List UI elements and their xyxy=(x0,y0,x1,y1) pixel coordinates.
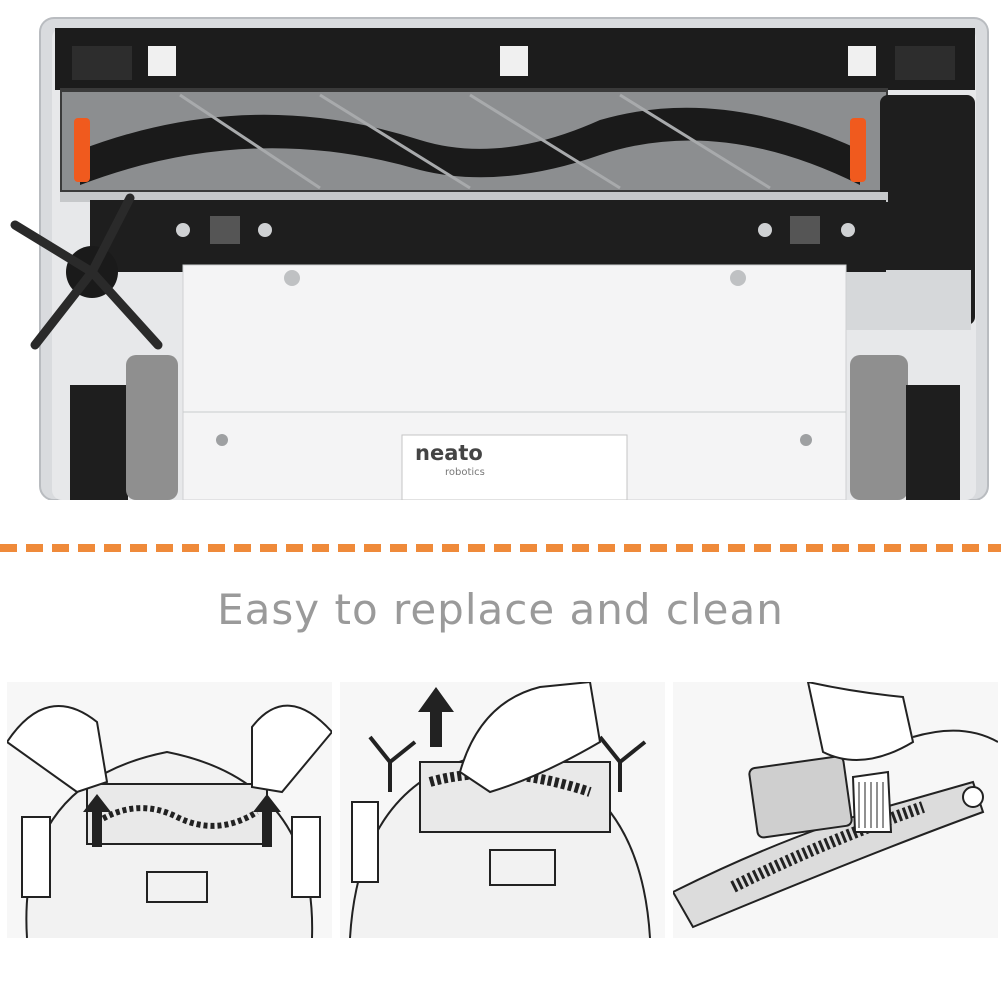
step-lift-brush-cover xyxy=(7,682,332,938)
brand-sub: robotics xyxy=(445,467,485,478)
brand-logo: neato xyxy=(415,441,483,465)
brand-logo-text: neato xyxy=(415,441,483,465)
brand-sub-text: robotics xyxy=(445,467,485,478)
dashed-divider xyxy=(0,544,1001,552)
headline: Easy to replace and clean xyxy=(217,585,784,634)
step-clean-brush-tool xyxy=(673,682,998,938)
step-remove-brush xyxy=(340,682,665,938)
product-photo xyxy=(0,0,1001,500)
